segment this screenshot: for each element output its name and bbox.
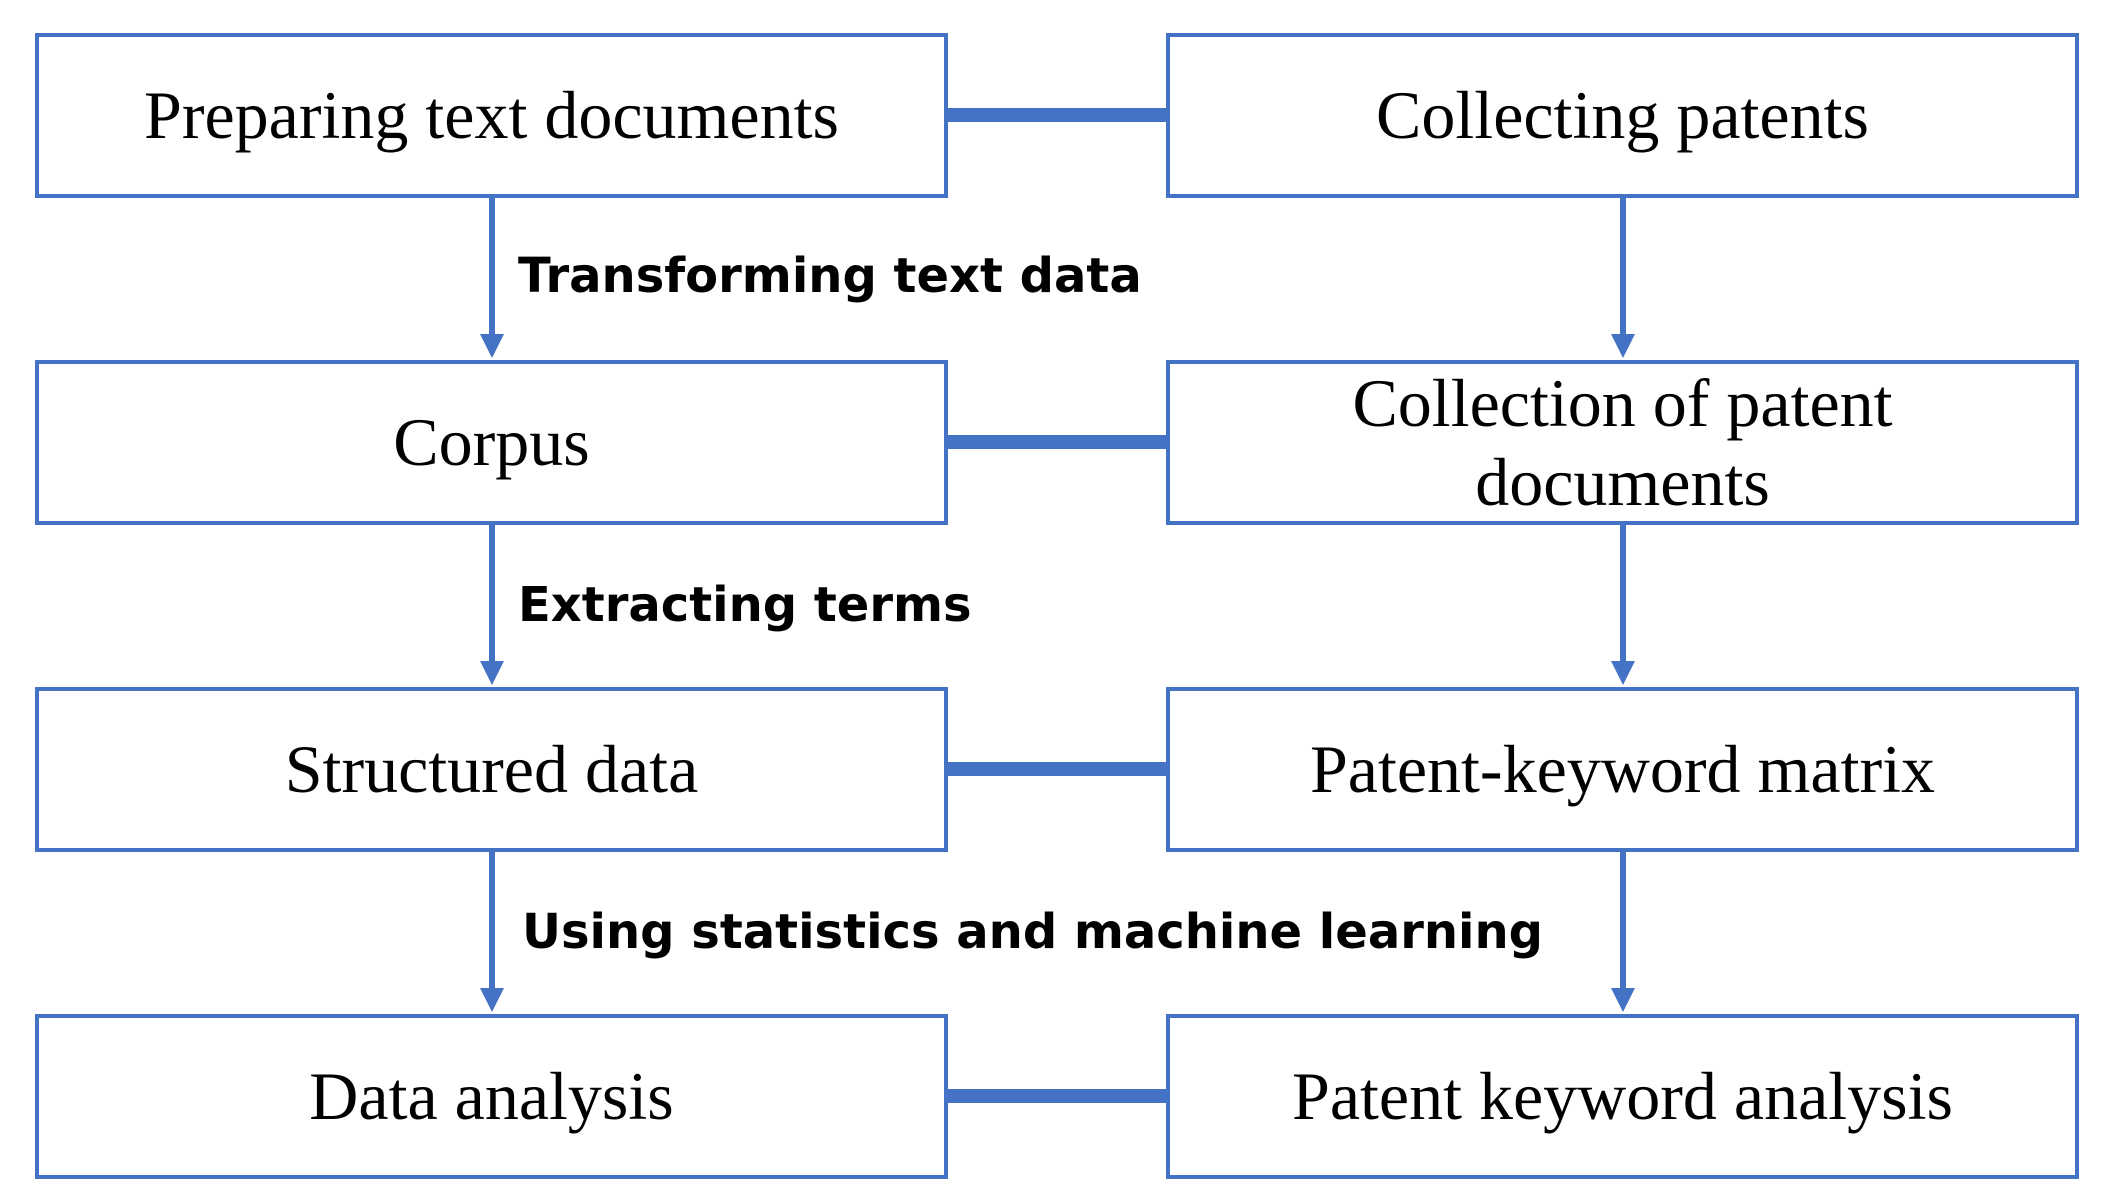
transition-label-extracting: Extracting terms [518, 577, 972, 633]
transition-label-transforming: Transforming text data [518, 248, 1142, 304]
step-label: Patent-keyword matrix [1309, 731, 1936, 808]
step-label: Collection of patent documents [1352, 365, 1893, 520]
step-label: Data analysis [309, 1058, 674, 1135]
step-box-collection-of-patent-documents: Collection of patent documents [1166, 360, 2079, 525]
step-box-structured-data: Structured data [35, 687, 948, 852]
transition-label-statistics: Using statistics and machine learning [522, 904, 1544, 960]
step-box-preparing-text-documents: Preparing text documents [35, 33, 948, 198]
step-box-collecting-patents: Collecting patents [1166, 33, 2079, 198]
step-label: Structured data [284, 731, 699, 808]
step-box-corpus: Corpus [35, 360, 948, 525]
step-label: Collecting patents [1376, 77, 1869, 154]
step-box-patent-keyword-analysis: Patent keyword analysis [1166, 1014, 2079, 1179]
step-label: Preparing text documents [144, 77, 839, 154]
step-box-data-analysis: Data analysis [35, 1014, 948, 1179]
step-label: Patent keyword analysis [1292, 1058, 1953, 1135]
step-label: Corpus [393, 404, 590, 481]
step-box-patent-keyword-matrix: Patent-keyword matrix [1166, 687, 2079, 852]
